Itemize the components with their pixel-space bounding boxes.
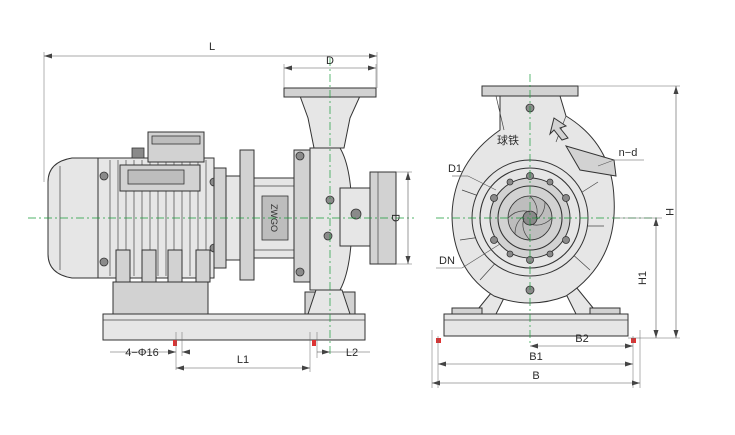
- label-B2: B2: [575, 333, 588, 345]
- rotation-arrow-icon: [549, 117, 569, 141]
- dimension-B2: B2: [530, 333, 634, 388]
- label-n-d: n−d: [619, 147, 638, 159]
- label-B: B: [532, 370, 539, 382]
- label-H1: H1: [637, 271, 649, 285]
- coupling-lantern: ZWGO: [213, 149, 295, 281]
- mount-hole-mark-left: [173, 340, 177, 346]
- label-DN: DN: [439, 255, 455, 267]
- motor: [47, 131, 219, 283]
- front-view: 球铁: [431, 74, 680, 388]
- label-D-top: D: [326, 55, 334, 67]
- side-view: ZWGO: [28, 41, 414, 372]
- label-holes: 4−Φ16: [125, 347, 159, 359]
- leader-n-d: n−d: [597, 147, 644, 167]
- impeller-vanes: [507, 195, 553, 241]
- label-L1: L1: [237, 354, 249, 366]
- dimension-L1: L1: [176, 332, 311, 372]
- casing-mark: 球铁: [497, 133, 519, 147]
- dimension-holes: 4−Φ16: [110, 332, 190, 370]
- dimension-D-top: D: [283, 55, 377, 88]
- dimension-B: B: [431, 330, 641, 388]
- label-B1: B1: [529, 351, 542, 363]
- label-L: L: [209, 41, 215, 53]
- dimension-L: L: [43, 41, 378, 182]
- dimension-L2: L2: [316, 332, 370, 359]
- dimension-H: H: [578, 85, 680, 339]
- label-D-side: D: [389, 214, 401, 222]
- dimension-D-side: D: [389, 171, 412, 265]
- dimension-B1: B1: [437, 336, 633, 388]
- label-L2: L2: [346, 347, 358, 359]
- label-H: H: [663, 208, 675, 216]
- dimension-H1: H1: [614, 217, 662, 338]
- leader-DN: DN: [436, 243, 501, 269]
- pump-casing: [283, 87, 397, 315]
- mount-hole-mark-right: [312, 340, 316, 346]
- leader-D1: D1: [448, 163, 497, 191]
- label-D1: D1: [448, 163, 462, 175]
